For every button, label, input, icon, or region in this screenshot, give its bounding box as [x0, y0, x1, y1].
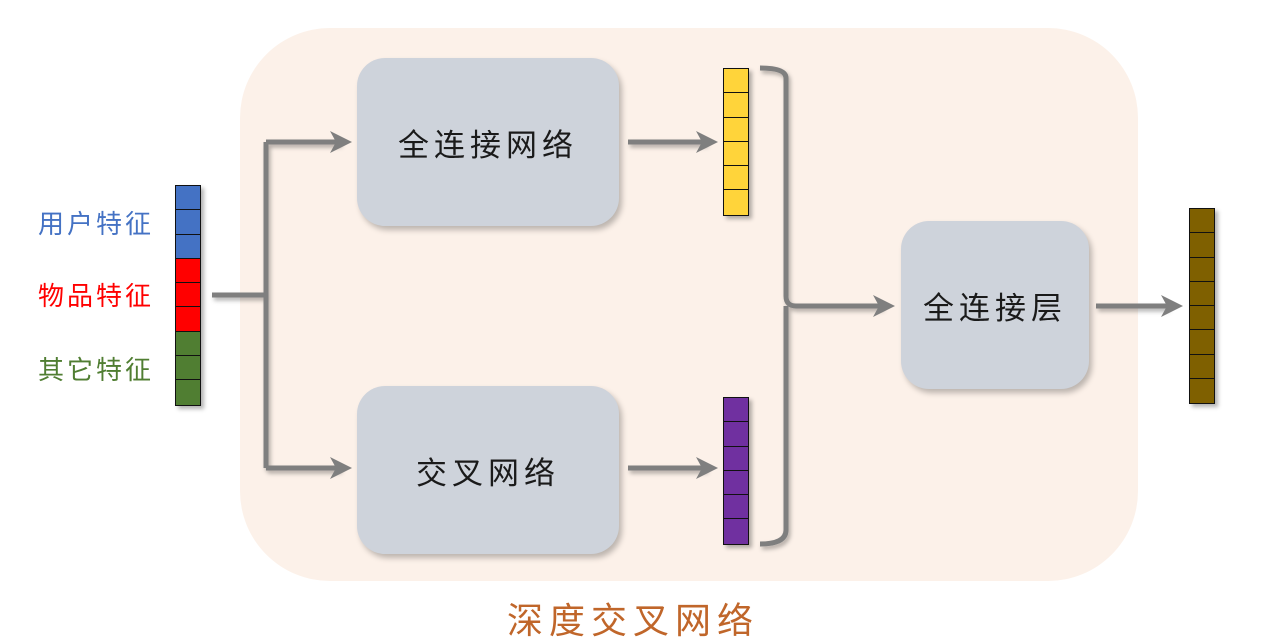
dense-output-vector: [723, 68, 749, 216]
final-vector-cell: [1190, 330, 1214, 355]
final-output-vector: [1189, 208, 1215, 405]
input-vector-cell: [176, 380, 200, 405]
input-vector-cell: [176, 234, 200, 259]
final-vector-cell: [1190, 354, 1214, 380]
dense-vector-cell: [724, 117, 748, 142]
input-vector-cell: [176, 186, 200, 211]
dense-network-label: 全连接网络: [398, 127, 578, 164]
cross-vector-cell: [724, 470, 748, 496]
final-vector-cell: [1190, 233, 1214, 258]
dense-vector-cell: [724, 141, 748, 167]
arrowhead-dense-vector: [696, 131, 718, 153]
merge-bracket: [759, 65, 797, 547]
final-vector-cell: [1190, 379, 1214, 404]
cross-vector-cell: [724, 398, 748, 423]
input-vector-cell: [176, 331, 200, 357]
dense-layer-block: 全连接层: [901, 221, 1089, 389]
cross-network-label: 交叉网络: [416, 455, 560, 492]
dense-layer-label: 全连接层: [923, 290, 1067, 327]
final-vector-cell: [1190, 209, 1214, 234]
other-feature-label: 其它特征: [38, 356, 155, 386]
input-vector-cell: [176, 210, 200, 235]
cross-vector-cell: [724, 519, 748, 544]
dense-network-block: 全连接网络: [357, 58, 619, 226]
final-vector-cell: [1190, 281, 1214, 307]
dense-vector-cell: [724, 190, 748, 215]
cross-vector-cell: [724, 446, 748, 471]
cross-vector-cell: [724, 422, 748, 447]
cross-vector-cell: [724, 495, 748, 520]
arrowhead-merge: [873, 295, 895, 317]
final-vector-cell: [1190, 306, 1214, 331]
arrowhead-cross-vector: [696, 457, 718, 479]
diagram-caption: 深度交叉网络: [506, 601, 759, 642]
cross-network-block: 交叉网络: [357, 386, 619, 554]
input-connector: [212, 142, 269, 468]
arrowhead-output: [1161, 295, 1183, 317]
final-vector-cell: [1190, 257, 1214, 282]
input-vector-cell: [176, 307, 200, 332]
input-feature-vector: [175, 185, 201, 406]
user-feature-label: 用户特征: [38, 210, 155, 240]
cross-output-vector: [723, 397, 749, 545]
dense-vector-cell: [724, 93, 748, 118]
arrowhead-bottom: [330, 457, 352, 479]
input-vector-cell: [176, 283, 200, 308]
dense-vector-cell: [724, 166, 748, 191]
input-vector-cell: [176, 356, 200, 381]
dense-vector-cell: [724, 69, 748, 94]
item-feature-label: 物品特征: [38, 282, 155, 312]
input-vector-cell: [176, 258, 200, 284]
arrowhead-top: [330, 131, 352, 153]
